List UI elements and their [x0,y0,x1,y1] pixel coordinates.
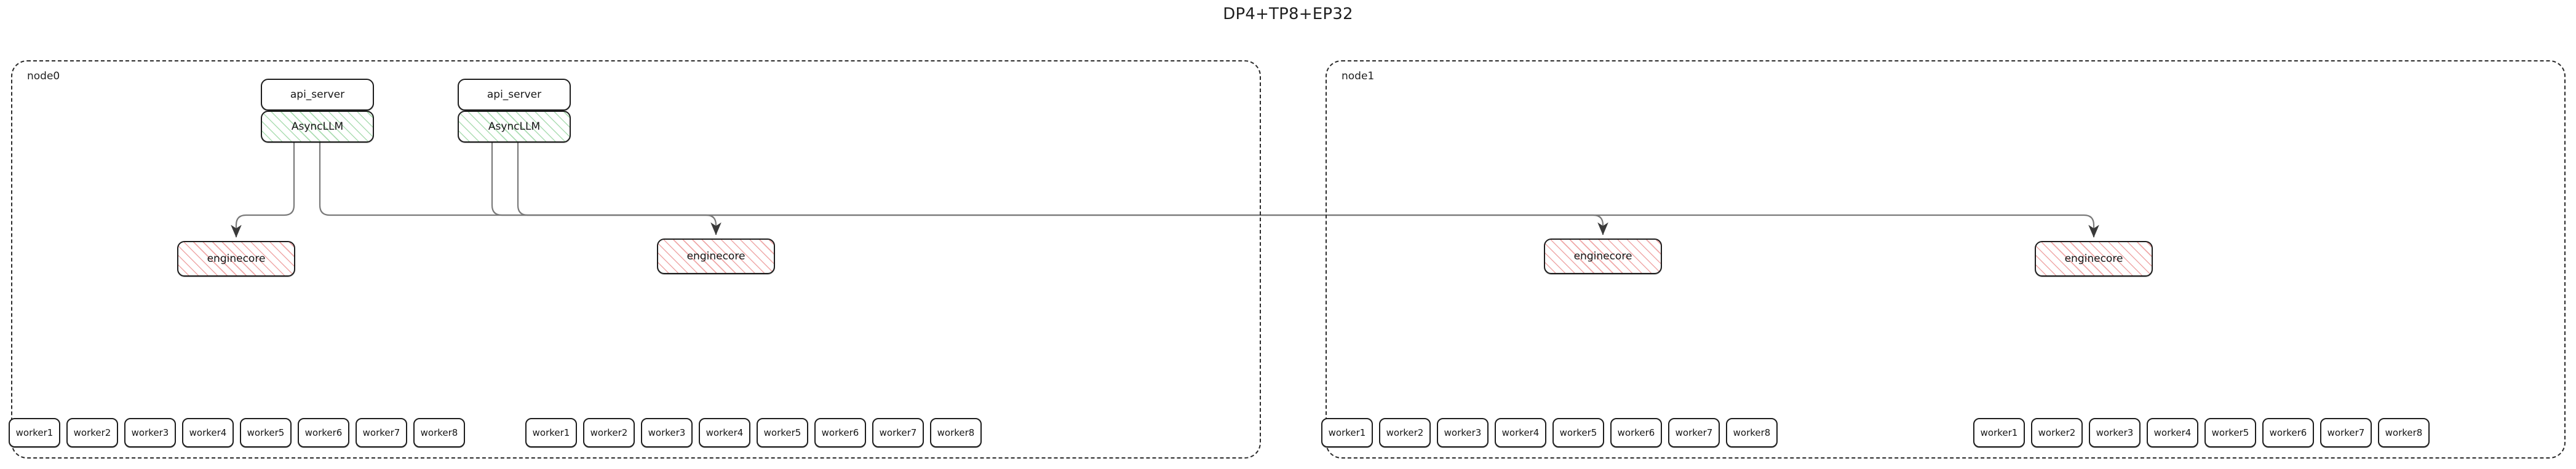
page-title: DP4+TP8+EP32 [1223,5,1353,23]
worker-box[interactable]: worker8 [930,418,982,447]
worker-box[interactable]: worker2 [1379,418,1431,447]
enginecore-box[interactable]: enginecore [2035,241,2153,277]
worker-box[interactable]: worker6 [2262,418,2314,447]
api-server-box[interactable]: api_server [261,79,374,111]
worker-box[interactable]: worker7 [872,418,924,447]
worker-box[interactable]: worker8 [413,418,465,447]
node-cluster-label-node0: node0 [27,70,60,82]
worker-box[interactable]: worker8 [2378,418,2430,447]
node-cluster-node1: node1 [1326,60,2566,459]
worker-box[interactable]: worker5 [1552,418,1604,447]
worker-box[interactable]: worker2 [66,418,118,447]
worker-box[interactable]: worker6 [1610,418,1662,447]
worker-box[interactable]: worker4 [2147,418,2198,447]
worker-box[interactable]: worker5 [757,418,808,447]
worker-box[interactable]: worker4 [699,418,750,447]
worker-box[interactable]: worker6 [814,418,866,447]
worker-box[interactable]: worker1 [525,418,577,447]
worker-box[interactable]: worker1 [1973,418,2025,447]
worker-box[interactable]: worker7 [356,418,407,447]
worker-box[interactable]: worker4 [182,418,234,447]
worker-box[interactable]: worker2 [2031,418,2083,447]
node-cluster-label-node1: node1 [1342,70,1375,82]
asyncllm-box[interactable]: AsyncLLM [458,111,571,143]
asyncllm-box[interactable]: AsyncLLM [261,111,374,143]
worker-box[interactable]: worker8 [1726,418,1778,447]
worker-box[interactable]: worker5 [240,418,292,447]
worker-box[interactable]: worker7 [1668,418,1720,447]
worker-box[interactable]: worker3 [1437,418,1489,447]
worker-box[interactable]: worker4 [1495,418,1546,447]
worker-box[interactable]: worker5 [2204,418,2256,447]
worker-box[interactable]: worker1 [1321,418,1373,447]
worker-box[interactable]: worker3 [641,418,693,447]
worker-box[interactable]: worker3 [124,418,176,447]
enginecore-box[interactable]: enginecore [657,238,775,274]
worker-box[interactable]: worker1 [9,418,60,447]
api-server-box[interactable]: api_server [458,79,571,111]
worker-box[interactable]: worker2 [583,418,635,447]
enginecore-box[interactable]: enginecore [1544,238,1662,274]
worker-box[interactable]: worker7 [2320,418,2372,447]
worker-box[interactable]: worker3 [2089,418,2141,447]
worker-box[interactable]: worker6 [298,418,349,447]
node-cluster-node0: node0 [11,60,1261,459]
enginecore-box[interactable]: enginecore [177,241,295,277]
